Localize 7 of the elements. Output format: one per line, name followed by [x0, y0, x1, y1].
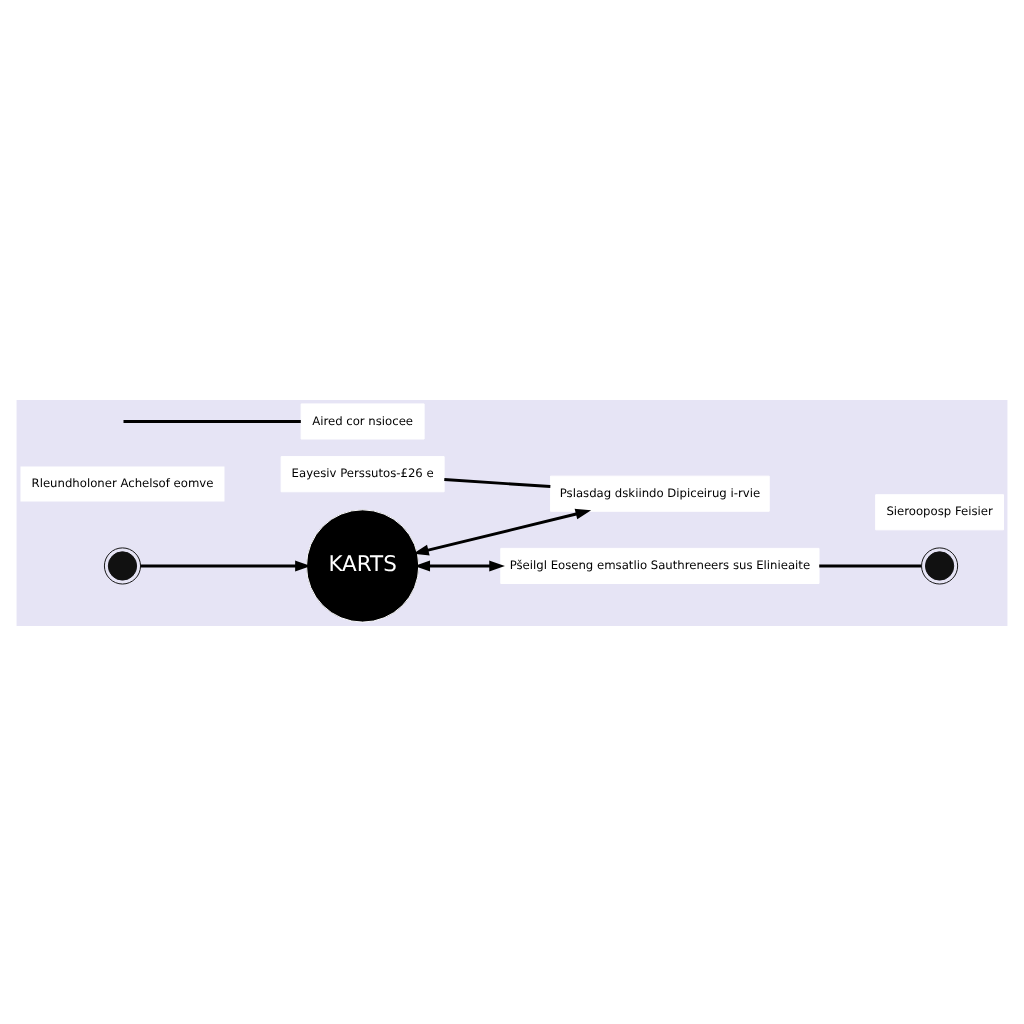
arrow: [414, 559, 505, 571]
arrow: [413, 507, 592, 555]
connector: [819, 563, 922, 567]
connector: [444, 477, 551, 487]
arrow: [140, 559, 311, 571]
connector: [123, 419, 301, 422]
node-circle: KARTS: [306, 508, 420, 622]
